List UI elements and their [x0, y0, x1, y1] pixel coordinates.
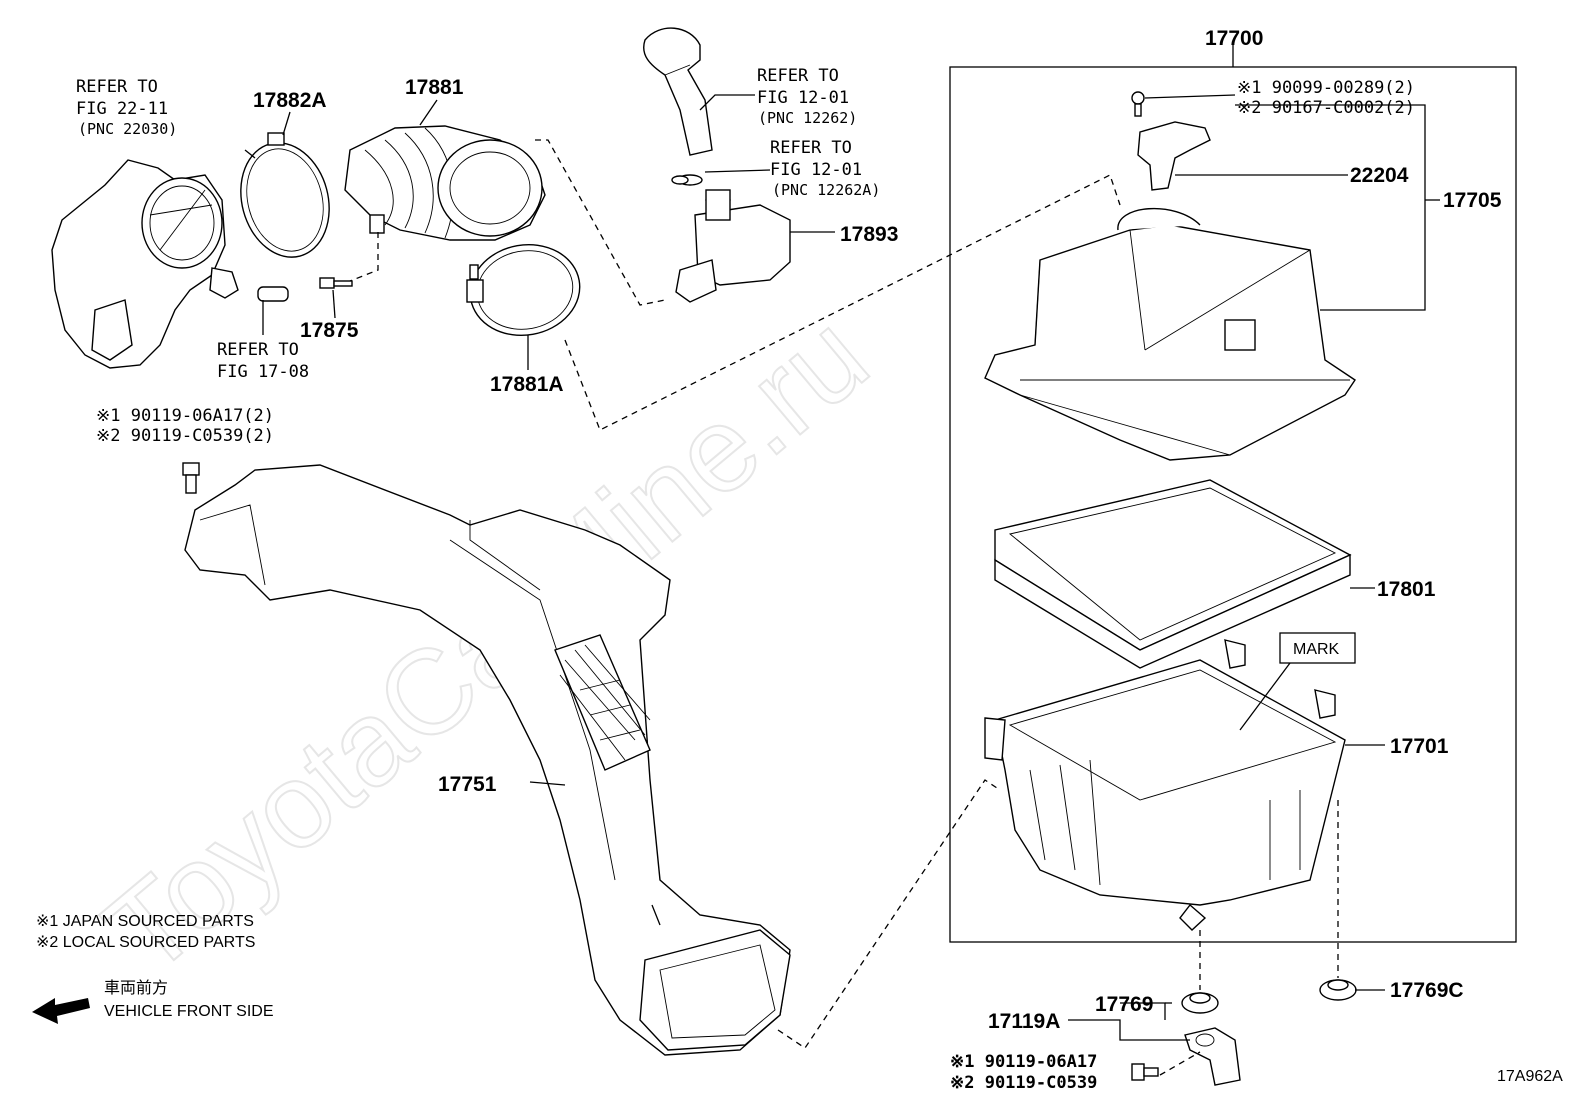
link-bottom-bolt — [1159, 1051, 1201, 1076]
legend-local: ※2 LOCAL SOURCED PARTS — [36, 934, 255, 951]
label-17881a: 17881A — [490, 373, 564, 396]
figure-code: 17A962A — [1497, 1068, 1563, 1085]
air-filter-17801-drawing — [994, 479, 1352, 669]
label-17700: 17700 — [1205, 27, 1263, 50]
bottom-bolt-spec-2: ※2 90119-C0539 — [950, 1073, 1097, 1093]
label-17705: 17705 — [1443, 189, 1502, 212]
screw-17875-drawing — [319, 277, 353, 289]
bracket-17119a-drawing — [1184, 1027, 1241, 1086]
air-hose-17881-drawing — [344, 125, 546, 284]
legend-vehicle-front: VEHICLE FRONT SIDE — [104, 1003, 274, 1020]
screw-spec-2: ※2 90167-C0002(2) — [1237, 98, 1415, 118]
throttle-body-drawing — [51, 159, 289, 369]
ref-clip-line1: REFER TO — [770, 138, 852, 158]
ref-throttle-line2: FIG 22-11 — [76, 99, 168, 119]
sensor-22204-drawing — [1131, 91, 1211, 191]
clamp-17882a-drawing — [240, 132, 330, 258]
mark-box — [1279, 632, 1356, 664]
ref-hose-line1: REFER TO — [757, 66, 839, 86]
label-17751: 17751 — [438, 773, 497, 796]
label-17701: 17701 — [1390, 735, 1449, 758]
lower-case-17701-drawing — [984, 639, 1346, 931]
front-arrow-icon — [32, 998, 90, 1024]
label-17881: 17881 — [405, 76, 464, 99]
label-17875: 17875 — [300, 319, 359, 342]
duct-bolt-drawing — [182, 462, 200, 494]
ref-throttle-line3: (PNC 22030) — [78, 120, 177, 138]
mark-leader — [1239, 662, 1291, 731]
clamp-17881a-drawing — [466, 243, 581, 337]
mark-label: MARK — [1293, 641, 1340, 658]
bottom-bolt-spec-1: ※1 90119-06A17 — [950, 1052, 1097, 1072]
label-17119a: 17119A — [988, 1010, 1060, 1033]
screw-spec-1: ※1 90099-00289(2) — [1237, 78, 1415, 98]
link-hose-resonator — [535, 139, 666, 306]
duct-bolt-spec-2: ※2 90119-C0539(2) — [96, 426, 274, 446]
label-17882a: 17882A — [253, 89, 327, 112]
leader-lines — [262, 45, 1440, 1041]
ref-clip-line3: (PNC 12262A) — [772, 181, 880, 199]
label-22204: 22204 — [1350, 164, 1409, 187]
ref-clip-line2: FIG 12-01 — [770, 160, 862, 180]
link-clamp-airbox — [564, 174, 1121, 431]
resonator-17893-drawing — [675, 189, 791, 303]
ref-hose-line2: FIG 12-01 — [757, 88, 849, 108]
upper-case-17705-drawing — [984, 207, 1356, 461]
legend-japan: ※1 JAPAN SOURCED PARTS — [36, 913, 254, 930]
grommet-17769-drawing — [1181, 992, 1219, 1014]
air-duct-17751-drawing — [184, 464, 791, 1056]
ref-pipe-line1: REFER TO — [217, 340, 299, 360]
bottom-bolt-drawing — [1131, 1063, 1159, 1081]
label-17769c: 17769C — [1390, 979, 1464, 1002]
ref-hose-line3: (PNC 12262) — [758, 109, 857, 127]
legend-jp-front: 車両前方 — [104, 979, 168, 997]
ref-throttle-line1: REFER TO — [76, 77, 158, 97]
label-17769: 17769 — [1095, 993, 1153, 1016]
grommet-17769c-drawing — [1319, 979, 1357, 1001]
label-17801: 17801 — [1377, 578, 1436, 601]
link-duct-airbox — [777, 779, 1001, 1049]
ref-pipe-line2: FIG 17-08 — [217, 362, 309, 382]
duct-bolt-spec-1: ※1 90119-06A17(2) — [96, 406, 274, 426]
breather-hose-drawing — [643, 27, 713, 186]
label-17893: 17893 — [840, 223, 898, 246]
